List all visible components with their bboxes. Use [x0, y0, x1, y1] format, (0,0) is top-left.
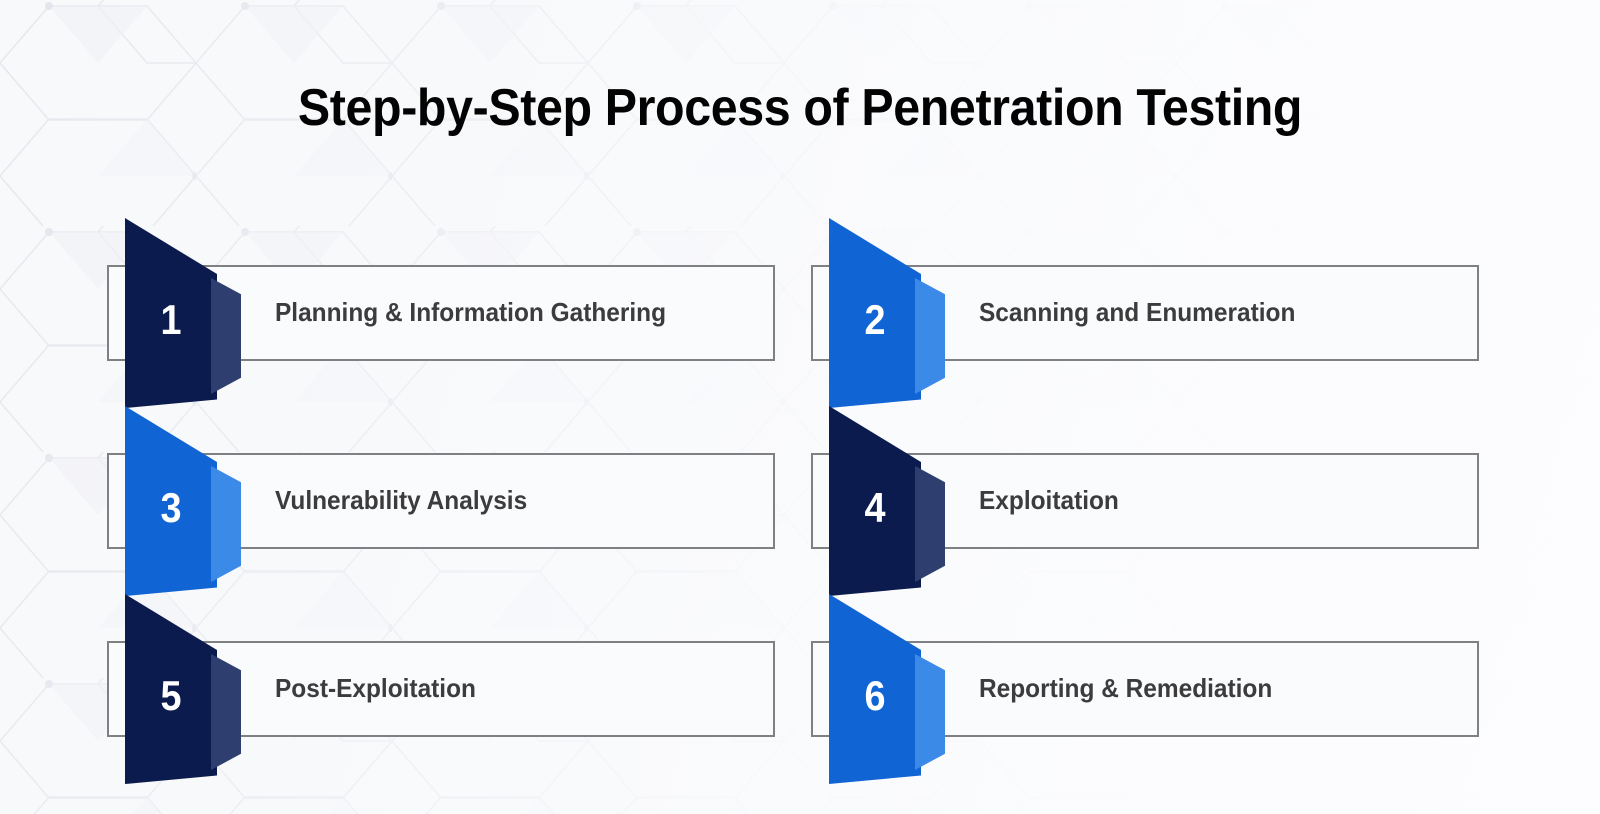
step-number-1: 1 [160, 296, 182, 343]
badge-fold-shape [915, 654, 945, 770]
step-card-6[interactable]: 6 Reporting & Remediation [811, 594, 1479, 784]
step-number-badge-2: 2 [829, 218, 945, 408]
step-number-badge-3: 3 [125, 406, 241, 596]
step-label-4: Exploitation [979, 485, 1119, 516]
badge-fold-shape [211, 278, 241, 394]
step-number-3: 3 [160, 484, 182, 531]
step-card-3[interactable]: 3 Vulnerability Analysis [107, 406, 775, 596]
step-label-5: Post-Exploitation [275, 673, 476, 704]
badge-fold-shape [211, 654, 241, 770]
step-card-4[interactable]: 4 Exploitation [811, 406, 1479, 596]
badge-fold-shape [211, 466, 241, 582]
step-card-1[interactable]: 1 Planning & Information Gathering [107, 218, 775, 408]
step-label-6: Reporting & Remediation [979, 673, 1273, 704]
step-number-6: 6 [864, 672, 886, 719]
badge-fold-shape [915, 278, 945, 394]
steps-grid: 1 Planning & Information Gathering 2 Sca… [107, 218, 1479, 784]
step-label-3: Vulnerability Analysis [275, 485, 528, 516]
step-label-1: Planning & Information Gathering [275, 297, 667, 328]
step-number-badge-1: 1 [125, 218, 241, 408]
step-number-badge-4: 4 [829, 406, 945, 596]
step-card-2[interactable]: 2 Scanning and Enumeration [811, 218, 1479, 408]
badge-fold-shape [915, 466, 945, 582]
step-number-2: 2 [864, 296, 886, 343]
page-title: Step-by-Step Process of Penetration Test… [297, 79, 1303, 137]
step-number-badge-6: 6 [829, 594, 945, 784]
step-card-5[interactable]: 5 Post-Exploitation [107, 594, 775, 784]
step-number-4: 4 [864, 484, 886, 531]
step-number-badge-5: 5 [125, 594, 241, 784]
step-number-5: 5 [160, 672, 182, 719]
step-label-2: Scanning and Enumeration [979, 297, 1296, 328]
